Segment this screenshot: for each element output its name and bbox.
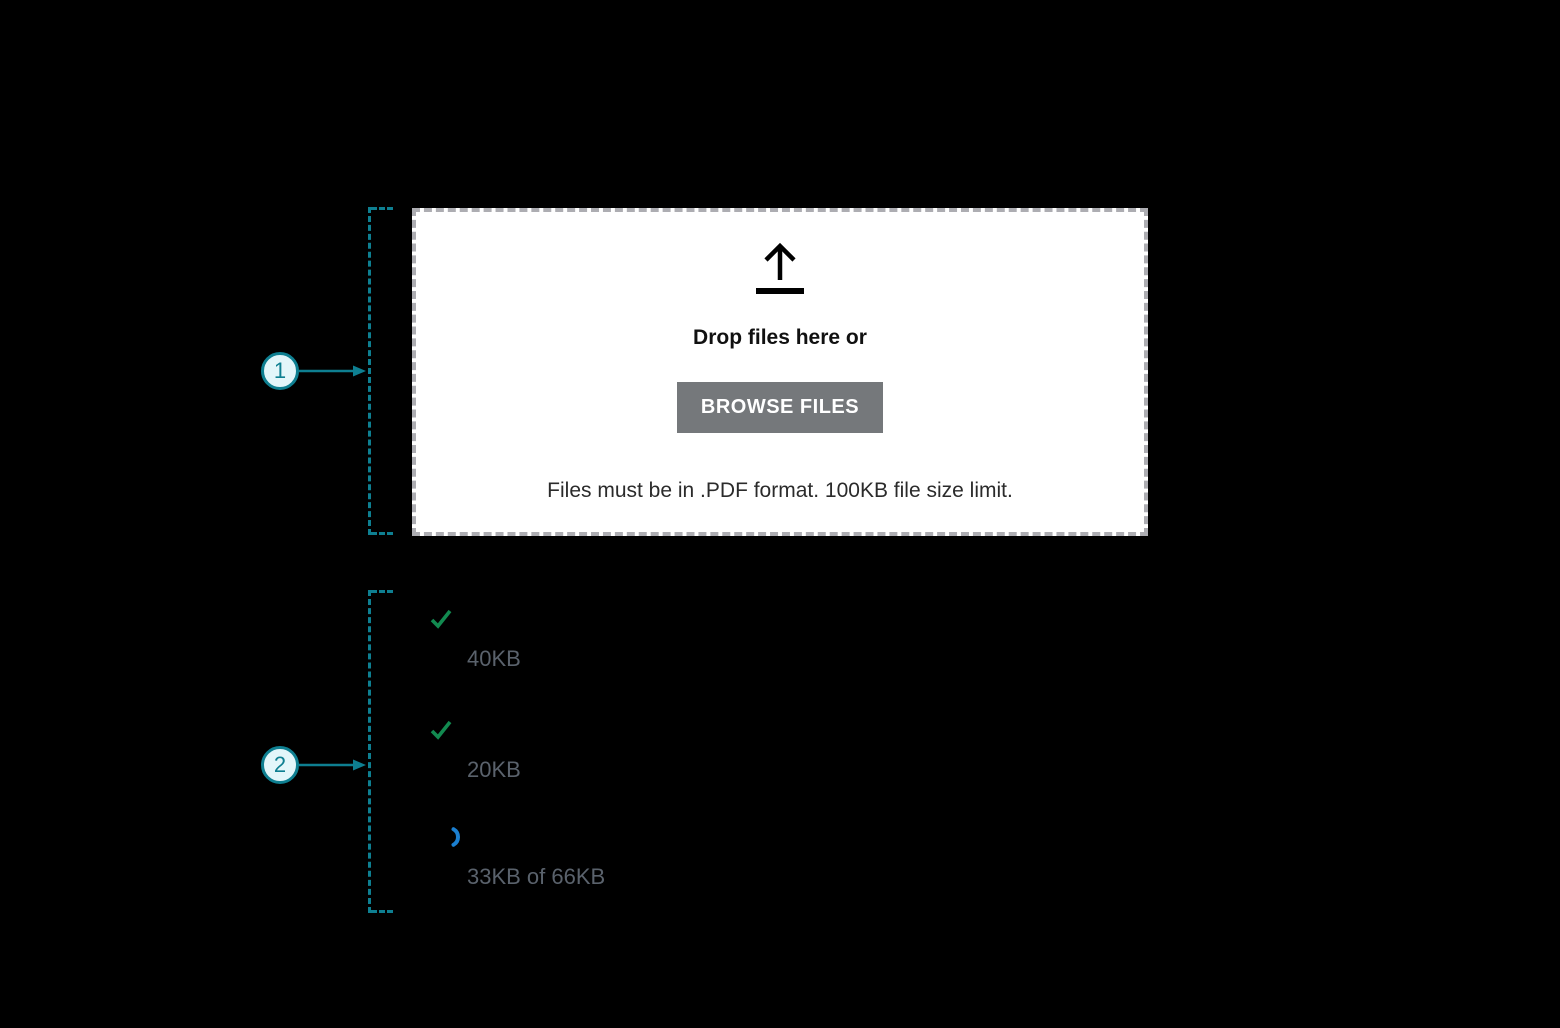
browse-files-button[interactable]: BROWSE FILES bbox=[676, 382, 884, 434]
file-progress-label: 33KB of 66KB bbox=[467, 864, 606, 889]
upload-row: 40KB bbox=[428, 606, 521, 672]
dropzone-title: Drop files here or bbox=[693, 326, 867, 349]
upload-row: 20KB bbox=[428, 717, 521, 783]
file-size-label: 20KB bbox=[467, 757, 521, 782]
annotation-marker-2-label: 2 bbox=[273, 752, 287, 777]
annotation-marker-1-label: 1 bbox=[273, 358, 287, 383]
check-icon bbox=[430, 609, 452, 629]
check-icon bbox=[430, 720, 452, 740]
bracket-stub bbox=[371, 207, 393, 210]
annotation-arrow-1 bbox=[299, 365, 366, 377]
dropzone-helper-text: Files must be in .PDF format. 100KB file… bbox=[547, 479, 1013, 503]
bracket-stub bbox=[371, 590, 393, 593]
upload-arrow-icon bbox=[756, 242, 804, 294]
annotation-arrow-2 bbox=[299, 759, 366, 771]
annotation-marker-2: 2 bbox=[261, 746, 299, 784]
bracket-stub bbox=[371, 910, 393, 913]
upload-dropzone[interactable]: Drop files here or BROWSE FILES Files mu… bbox=[412, 208, 1148, 536]
file-size-label: 40KB bbox=[467, 646, 521, 671]
bracket-stub bbox=[371, 532, 393, 535]
annotation-marker-1: 1 bbox=[261, 352, 299, 390]
spinner-icon bbox=[451, 827, 460, 847]
upload-list-region-bracket bbox=[368, 590, 393, 913]
dropzone-region-bracket bbox=[368, 207, 393, 535]
upload-row: 33KB of 66KB bbox=[428, 824, 605, 890]
